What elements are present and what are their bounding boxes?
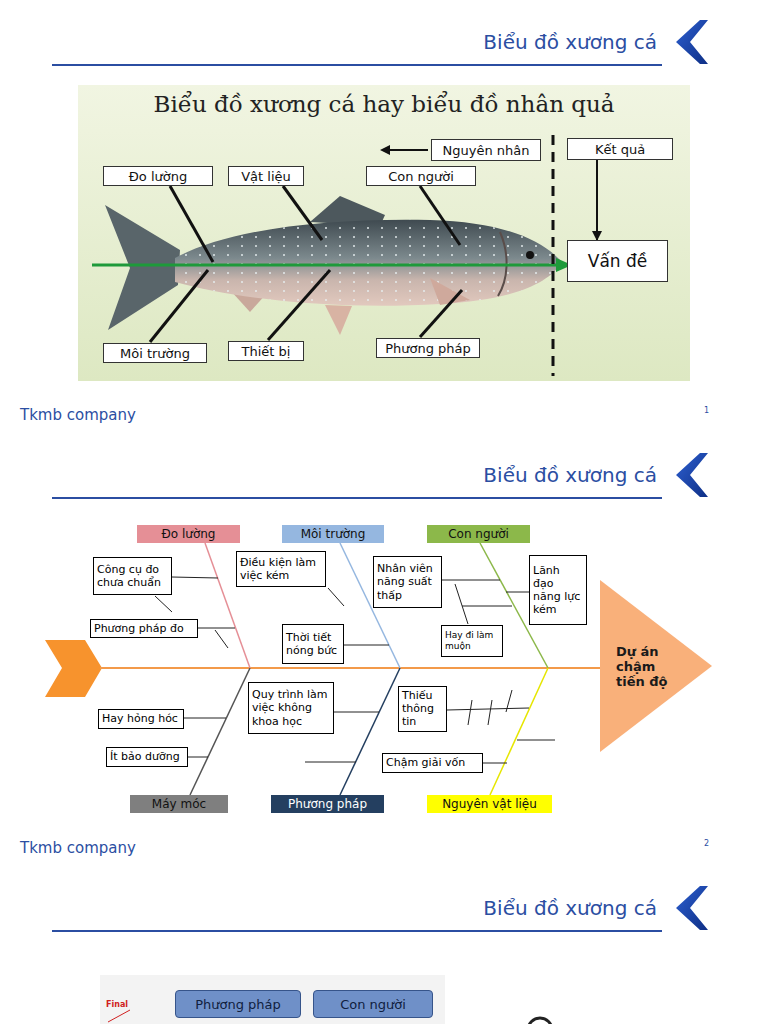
header-title: Biểu đồ xương cá <box>483 30 657 54</box>
category-box: Máy móc <box>130 795 228 813</box>
chevron-icon <box>676 453 708 497</box>
slide-title: Biểu đồ xương cá hay biểu đồ nhân quả <box>78 91 690 117</box>
cause-box: Nhân viên năng suất thấp <box>373 556 442 608</box>
picture-note: Final <box>106 1000 128 1009</box>
node-text: Đo lường <box>162 527 216 541</box>
node-text: Phương pháp <box>288 797 367 811</box>
node-text: Môi trường <box>120 346 190 361</box>
node-text: Máy móc <box>152 797 206 811</box>
problem-head: Dự án chậm tiến độ <box>600 580 712 752</box>
node-text: Nhân viên năng suất thấp <box>377 562 438 602</box>
category-box: Đo lường <box>103 166 213 186</box>
category-button: Phương pháp <box>175 990 301 1018</box>
header-title: Biểu đồ xương cá <box>483 896 657 920</box>
category-box: Nguyên vật liệu <box>427 795 552 813</box>
node-text: Điều kiện làm việc kém <box>240 556 322 582</box>
cause-box: Phương pháp đo <box>90 619 198 638</box>
category-box: Môi trường <box>282 525 384 543</box>
node-text: Quy trình làm việc không khoa học <box>252 688 330 728</box>
node-text: Thời tiết nóng bức <box>286 631 340 657</box>
category-box: Con người <box>366 166 476 186</box>
result-label-box: Kết quả <box>567 138 673 160</box>
node-text: Môi trường <box>301 527 366 541</box>
header-title: Biểu đồ xương cá <box>483 463 657 487</box>
header-rule <box>52 930 662 932</box>
category-box: Vật liệu <box>228 166 304 186</box>
category-box: Con người <box>427 525 530 543</box>
cause-box: Hay hỏng hóc <box>98 709 184 729</box>
node-text: Phương pháp <box>195 997 281 1012</box>
cause-box: Lãnh đạo năng lực kém <box>529 555 587 625</box>
footer-company: Tkmb company <box>20 406 136 424</box>
problem-box: Vấn đề <box>567 240 668 282</box>
cause-box: Quy trình làm việc không khoa học <box>248 682 334 734</box>
header-rule <box>52 64 662 66</box>
node-text: Hay đi làm muộn <box>445 630 499 652</box>
node-text: Lãnh đạo năng lực kém <box>533 564 583 617</box>
chevron-icon <box>676 20 708 64</box>
node-text: Nguyên nhân <box>443 143 530 158</box>
page-number: 1 <box>704 406 709 415</box>
header-rule <box>52 497 662 499</box>
node-text: Thiết bị <box>242 344 291 359</box>
cause-box: Hay đi làm muộn <box>441 625 503 657</box>
footer-company: Tkmb company <box>20 839 136 857</box>
picture-ground <box>78 85 690 381</box>
cause-label-box: Nguyên nhân <box>431 139 541 161</box>
cause-box: Thiếu thông tin <box>398 686 447 732</box>
node-text: Hay hỏng hóc <box>102 712 178 725</box>
cause-box: Ít bảo dưỡng <box>106 747 188 767</box>
node-text: Con người <box>448 527 509 541</box>
node-text: Vật liệu <box>241 169 291 184</box>
node-text: Công cụ đo chưa chuẩn <box>97 563 168 589</box>
cause-box: Công cụ đo chưa chuẩn <box>93 557 172 595</box>
cause-box: Thời tiết nóng bức <box>282 624 344 664</box>
node-text: Phương pháp đo <box>94 622 184 635</box>
cause-box: Chậm giải vốn <box>382 753 483 773</box>
node-text: Con người <box>388 169 454 184</box>
node-text: Con người <box>340 997 406 1012</box>
node-text: Vấn đề <box>588 251 647 271</box>
category-box: Thiết bị <box>228 341 304 361</box>
category-box: Môi trường <box>103 343 207 363</box>
connector-arrow <box>596 160 598 240</box>
chevron-icon <box>676 886 708 930</box>
node-text: Phương pháp <box>385 341 471 356</box>
category-button: Con người <box>313 990 433 1018</box>
node-text: Thiếu thông tin <box>402 689 443 729</box>
head-triangle-shape <box>600 580 712 752</box>
page-number: 2 <box>704 839 709 848</box>
node-text: Dự án chậm tiến độ <box>616 644 682 689</box>
category-box: Đo lường <box>137 525 240 543</box>
node-text: Nguyên vật liệu <box>442 797 537 811</box>
category-box: Phương pháp <box>376 338 480 358</box>
cause-box: Điều kiện làm việc kém <box>236 551 326 587</box>
node-text: Chậm giải vốn <box>386 756 465 769</box>
node-text: Đo lường <box>129 169 187 184</box>
node-text: Ít bảo dưỡng <box>110 750 180 763</box>
node-text: Kết quả <box>595 142 645 157</box>
category-box: Phương pháp <box>271 795 384 813</box>
